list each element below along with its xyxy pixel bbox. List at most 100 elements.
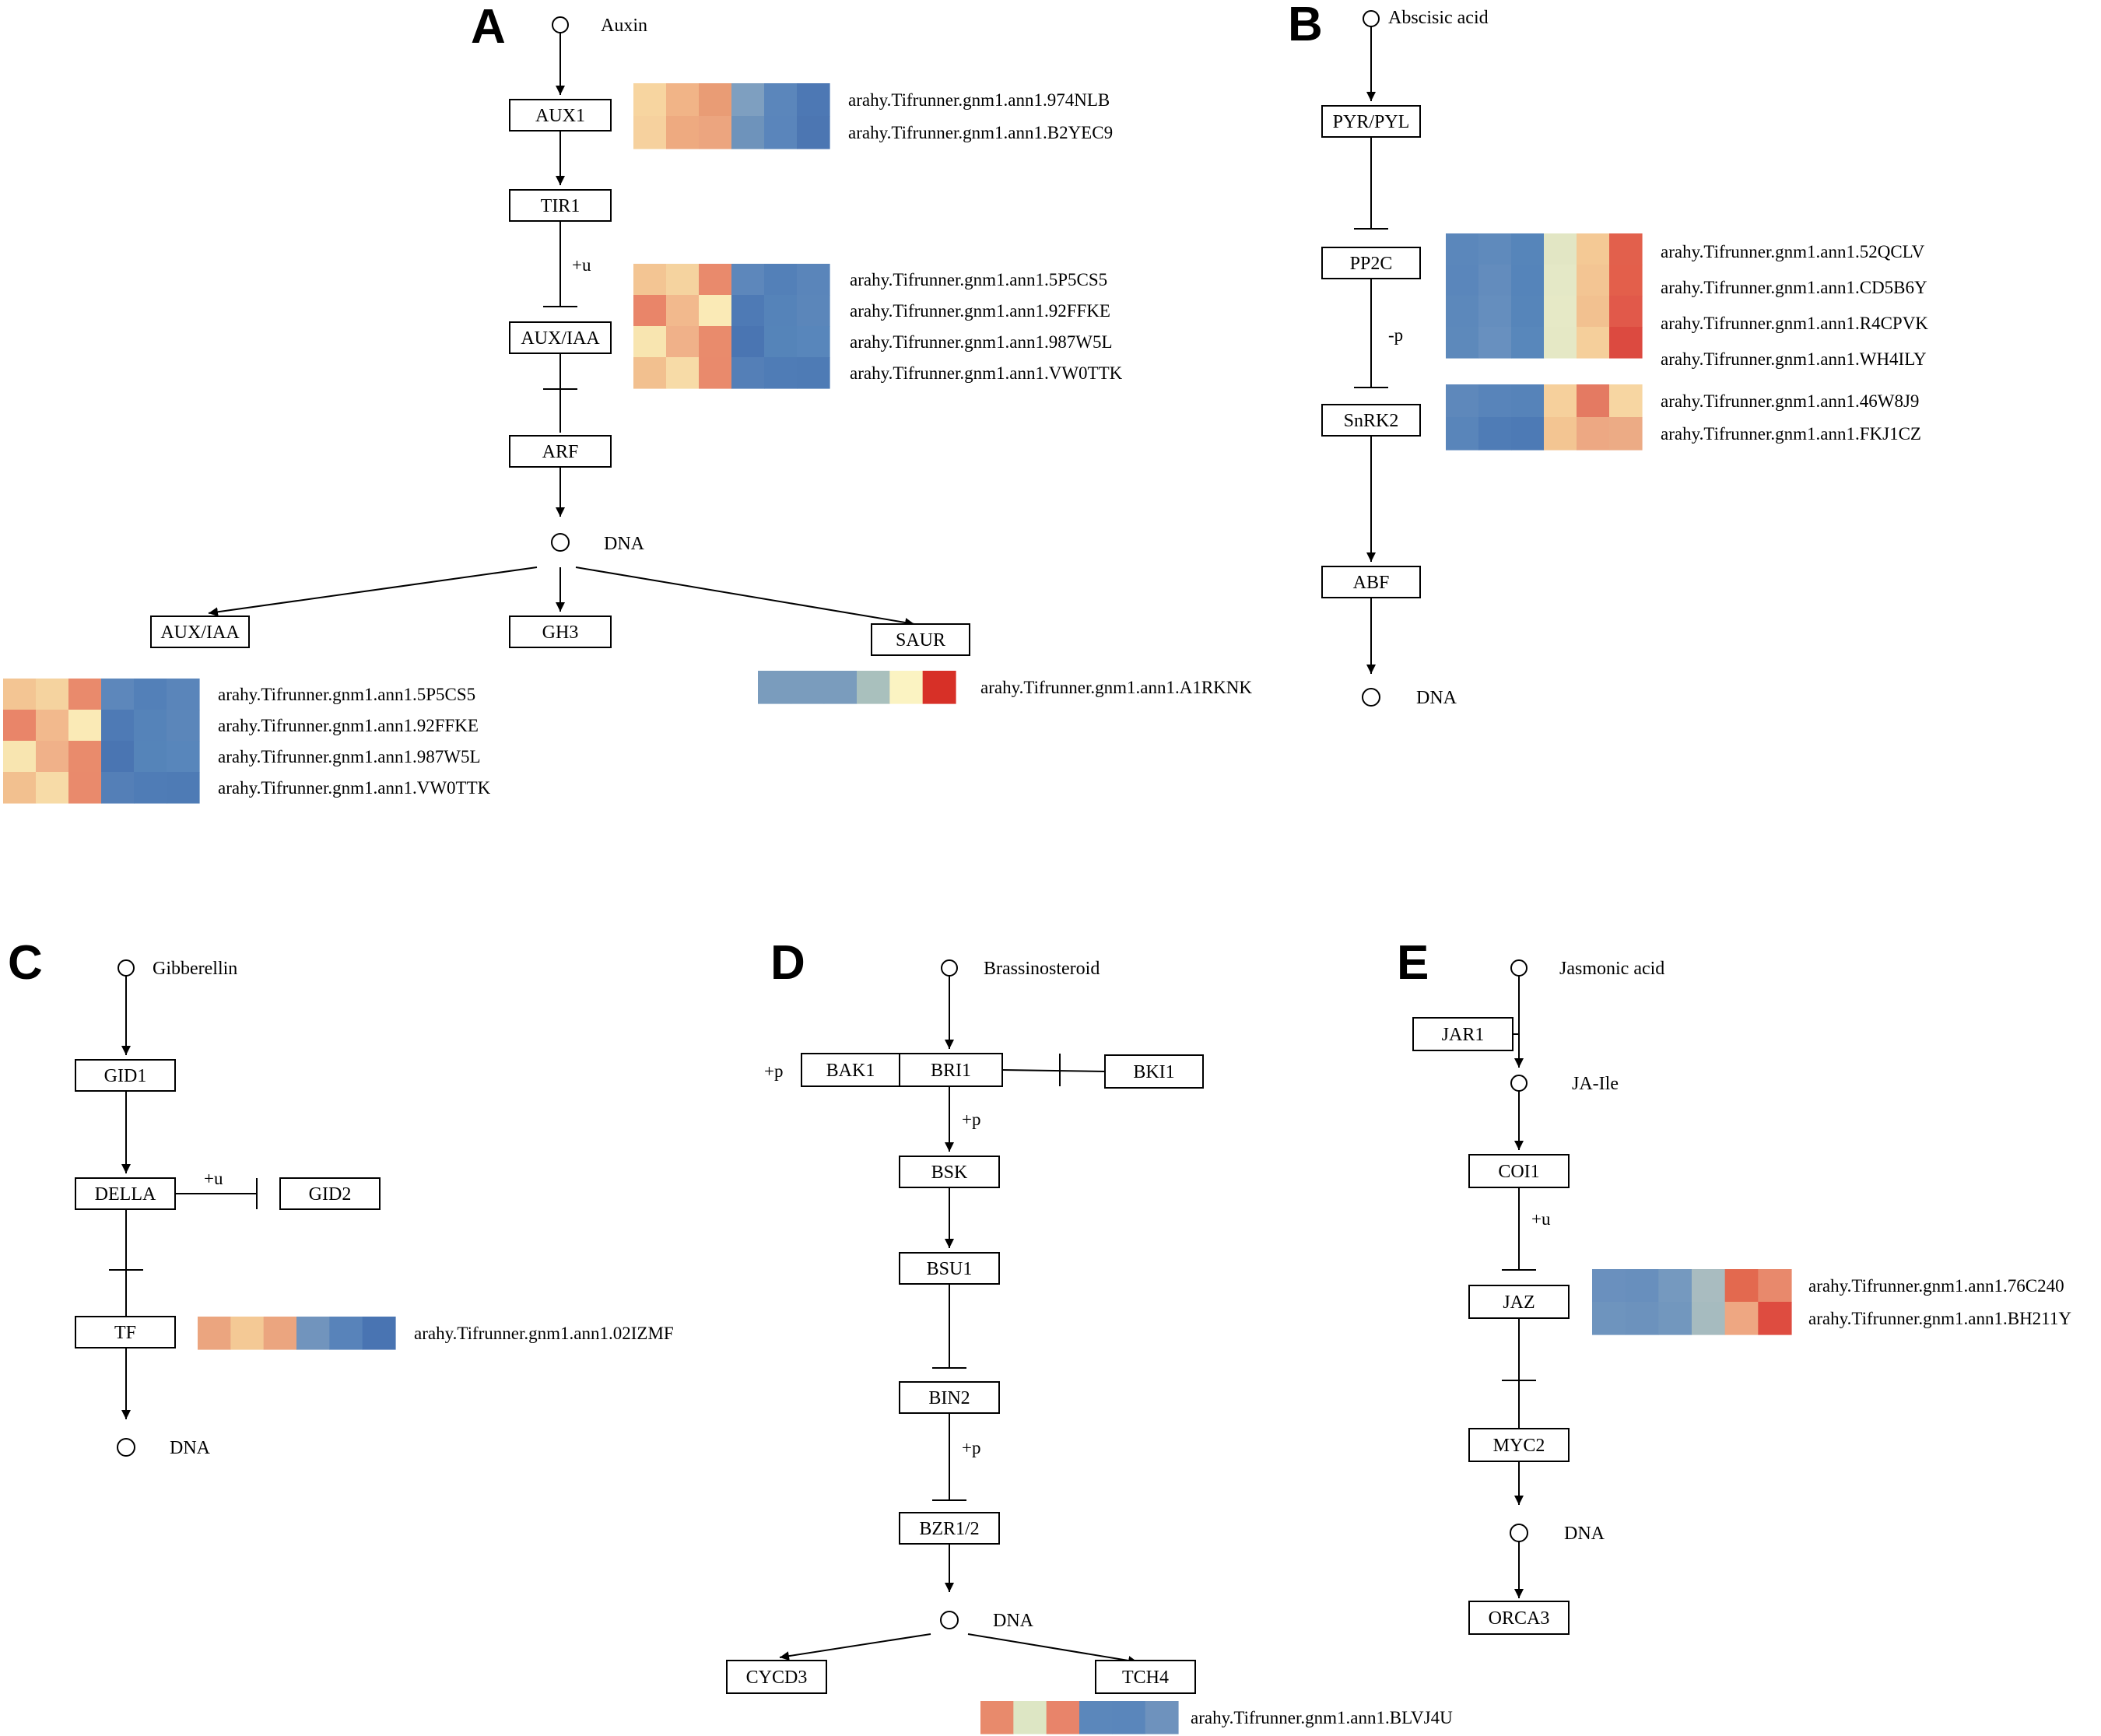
heatmap-cell — [101, 710, 135, 742]
aux1-box: AUX1 — [509, 99, 612, 132]
heatmap-cell — [1609, 265, 1643, 296]
heatmap-cell — [797, 264, 830, 296]
phos-label-bsk: +p — [962, 1110, 980, 1129]
heatmap-cell — [666, 116, 700, 149]
heatmap-cell — [699, 295, 732, 327]
svg-text:BRI1: BRI1 — [931, 1061, 971, 1081]
jasmonic-acid-node — [1510, 959, 1528, 977]
gene-label: arahy.Tifrunner.gnm1.ann1.987W5L — [850, 332, 1113, 352]
heatmap-cell — [36, 741, 69, 773]
heatmap-cell — [980, 1701, 1014, 1734]
tir1-box: TIR1 — [509, 189, 612, 222]
heatmap-cell — [1609, 384, 1643, 418]
heatmap-cell — [1446, 384, 1479, 418]
panel-letter-d: D — [770, 936, 805, 990]
heatmap-cell — [1544, 417, 1577, 451]
tf-box: TF — [75, 1316, 176, 1348]
svg-text:GH3: GH3 — [542, 623, 579, 643]
svg-text:BSK: BSK — [931, 1163, 968, 1183]
gene-label: arahy.Tifrunner.gnm1.ann1.52QCLV — [1661, 242, 1925, 261]
heatmap-cell — [1592, 1302, 1626, 1335]
svg-text:TCH4: TCH4 — [1122, 1668, 1169, 1688]
snrk2-box: SnRK2 — [1321, 404, 1421, 437]
dephosphorylation-label: -p — [1388, 325, 1403, 345]
heatmap-cell — [134, 679, 167, 710]
heatmap-cell — [699, 264, 732, 296]
heatmap-cell — [699, 357, 732, 389]
gene-label: arahy.Tifrunner.gnm1.ann1.5P5CS5 — [850, 270, 1107, 289]
heatmap-cell — [764, 357, 798, 389]
pyr-pyl-box: PYR/PYL — [1321, 105, 1421, 138]
heatmap-cell — [1145, 1701, 1179, 1734]
heatmap-cell — [764, 264, 798, 296]
gene-label: arahy.Tifrunner.gnm1.ann1.987W5L — [218, 747, 481, 766]
brassinosteroid-node — [941, 959, 958, 977]
phos-label-bak1: +p — [764, 1061, 783, 1081]
heatmap-cell — [167, 772, 200, 804]
heatmap-jaz: arahy.Tifrunner.gnm1.ann1.76C240arahy.Ti… — [1592, 1269, 2071, 1335]
svg-text:BSU1: BSU1 — [927, 1259, 973, 1279]
heatmap-cell — [1577, 296, 1610, 328]
ja-ile-label: JA-Ile — [1572, 1074, 1619, 1094]
heatmap-cell — [68, 710, 102, 742]
panel-a: A Auxin AUX1 TIR1 +u AUX/IAA ARF DNA — [3, 0, 1252, 804]
heatmap-cell — [1478, 384, 1512, 418]
bzr-box: BZR1/2 — [899, 1512, 1000, 1545]
svg-text:ABF: ABF — [1353, 573, 1390, 593]
bri1-box: BRI1 — [899, 1053, 1003, 1087]
myc2-box: MYC2 — [1468, 1428, 1570, 1462]
svg-text:CYCD3: CYCD3 — [746, 1668, 808, 1688]
heatmap-cell — [296, 1317, 330, 1350]
heatmap-cell — [764, 116, 798, 149]
gene-label: arahy.Tifrunner.gnm1.ann1.92FFKE — [218, 716, 479, 735]
heatmap-cell — [699, 116, 732, 149]
heatmap-saur: arahy.Tifrunner.gnm1.ann1.A1RKNK — [758, 671, 1252, 704]
heatmap-cell — [1511, 296, 1545, 328]
panel-c: C Gibberellin GID1 DELLA +u GID2 TF DNA — [8, 936, 674, 1458]
heatmap-cell — [666, 264, 700, 296]
heatmap-cell — [1478, 417, 1512, 451]
heatmap-cell — [699, 326, 732, 358]
heatmap-cell — [1658, 1302, 1692, 1335]
heatmap-cell — [758, 671, 791, 704]
bsk-box: BSK — [899, 1156, 1000, 1188]
heatmap-cell — [1511, 417, 1545, 451]
heatmap-cell — [731, 326, 765, 358]
gene-label: arahy.Tifrunner.gnm1.ann1.BLVJ4U — [1191, 1708, 1453, 1727]
heatmap-cell — [167, 679, 200, 710]
orca3-box: ORCA3 — [1468, 1601, 1570, 1635]
svg-text:MYC2: MYC2 — [1493, 1436, 1545, 1456]
svg-text:DELLA: DELLA — [95, 1184, 156, 1205]
heatmap-cell — [101, 741, 135, 773]
heatmap-cell — [68, 679, 102, 710]
heatmap-cell — [1079, 1701, 1113, 1734]
heatmap-cell — [666, 326, 700, 358]
heatmap-cell — [1577, 384, 1610, 418]
heatmap-cell — [922, 671, 956, 704]
heatmap-cell — [1478, 327, 1512, 359]
panel-d: D Brassinosteroid +p BAK1 BRI1 BKI1 +p B… — [726, 936, 1453, 1734]
coi1-box: COI1 — [1468, 1154, 1570, 1188]
svg-text:AUX/IAA: AUX/IAA — [521, 328, 600, 349]
heatmap-cell — [1511, 327, 1545, 359]
heatmap-cell — [633, 357, 667, 389]
heatmap-cell — [1446, 265, 1479, 296]
heatmap-cell — [101, 772, 135, 804]
heatmap-cell — [1609, 296, 1643, 328]
edge-dna-cycd3 — [779, 1633, 931, 1661]
gene-label: arahy.Tifrunner.gnm1.ann1.VW0TTK — [850, 363, 1123, 383]
heatmap-cell — [198, 1317, 231, 1350]
svg-text:BKI1: BKI1 — [1133, 1062, 1174, 1082]
gene-label: arahy.Tifrunner.gnm1.ann1.CD5B6Y — [1661, 278, 1927, 297]
svg-text:GID2: GID2 — [309, 1184, 352, 1205]
svg-text:COI1: COI1 — [1498, 1162, 1539, 1182]
heatmap-cell — [633, 264, 667, 296]
heatmap-cell — [797, 357, 830, 389]
edge-dna-saur — [575, 566, 915, 627]
heatmap-cell — [329, 1317, 363, 1350]
heatmap-cell — [1692, 1269, 1726, 1303]
heatmap-auxiaa2: arahy.Tifrunner.gnm1.ann1.5P5CS5arahy.Ti… — [3, 679, 491, 804]
heatmap-cell — [1692, 1302, 1726, 1335]
heatmap-snrk2: arahy.Tifrunner.gnm1.ann1.46W8J9arahy.Ti… — [1446, 384, 1921, 451]
heatmap-cell — [731, 295, 765, 327]
